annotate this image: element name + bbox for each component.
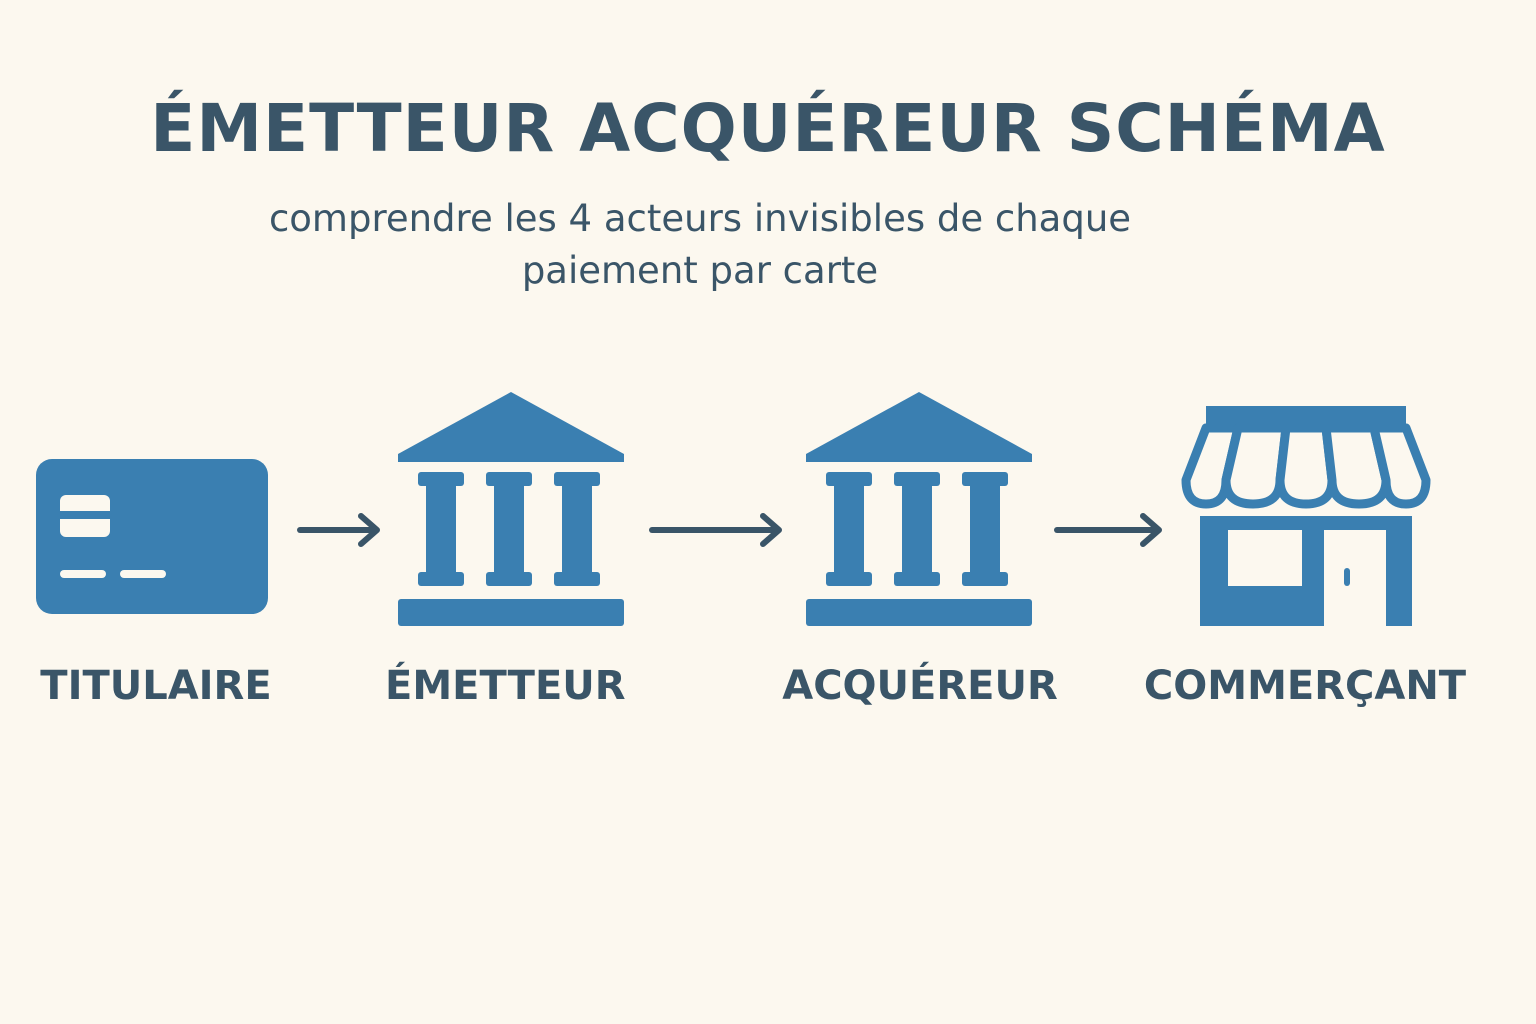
actor-label-emetteur: ÉMETTEUR xyxy=(385,663,626,709)
arrow-right-icon xyxy=(1054,513,1162,547)
diagram-title: ÉMETTEUR ACQUÉREUR SCHÉMA xyxy=(150,90,1386,167)
actor-label-commercant: COMMERÇANT xyxy=(1143,663,1467,709)
storefront-icon xyxy=(1181,406,1431,626)
actor-label-acquereur: ACQUÉREUR xyxy=(782,663,1058,709)
credit-card-icon xyxy=(36,459,268,614)
actor-label-titulaire: TITULAIRE xyxy=(40,663,272,709)
bank-icon xyxy=(806,392,1032,626)
bank-icon xyxy=(398,392,624,626)
arrow-right-icon xyxy=(649,513,782,547)
diagram-subtitle: comprendre les 4 acteurs invisibles de c… xyxy=(268,197,1132,292)
arrow-right-icon xyxy=(297,513,380,547)
